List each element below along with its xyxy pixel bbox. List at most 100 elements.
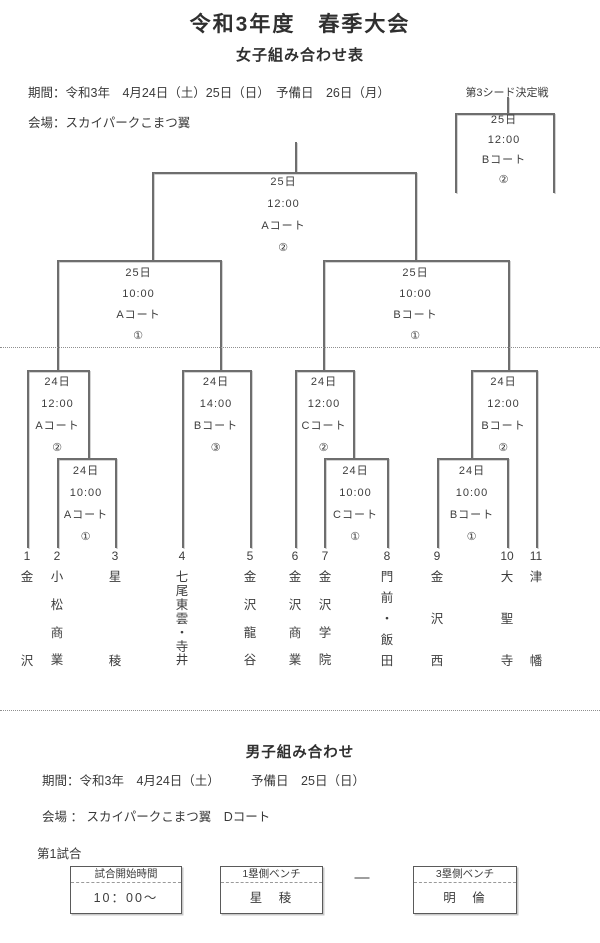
match-qf2: 24日 14:00 Bコート ③: [182, 371, 250, 459]
first-base-bench-box: 1塁側ベンチ 星 稜: [220, 866, 323, 914]
page-title: 令和3年度 春季大会: [189, 13, 411, 36]
team-entry-6: 6 金沢商業: [285, 548, 305, 667]
team-name: 小松商業: [50, 570, 64, 668]
bracket-line: [455, 113, 553, 115]
women-venue-text: 会場：スカイパークこまつ翼: [28, 116, 191, 130]
bracket-line: [27, 370, 29, 548]
bracket-line: [455, 113, 457, 193]
team-seed-number: 9: [433, 549, 441, 563]
match-court: Cコート: [333, 509, 378, 521]
team-entry-3: 3 星稜: [105, 548, 125, 667]
first-base-bench-team: 星 稜: [249, 891, 294, 905]
match-number: ③: [210, 442, 222, 454]
team-name: 七尾東雲・寺井: [175, 570, 189, 668]
third-base-bench-team: 明 倫: [443, 891, 487, 905]
team-seed-number: 2: [53, 549, 61, 563]
women-bracket-subtitle: 女子組み合わせ表: [235, 47, 364, 64]
team-seed-number: 4: [178, 549, 186, 563]
bracket-line: [437, 458, 507, 460]
match-date: 25日: [125, 267, 152, 279]
team-name: 津幡: [529, 570, 543, 668]
match-date: 24日: [342, 465, 369, 477]
match-number: ①: [350, 531, 361, 543]
team-name: 金沢龍谷: [243, 570, 257, 668]
match-time: 10:00: [455, 487, 489, 499]
versus-dash: —: [354, 869, 370, 886]
bracket-line: [323, 260, 325, 370]
bracket-line: [152, 172, 415, 174]
match-court: Bコート: [393, 309, 438, 321]
match-court: Bコート: [481, 154, 527, 166]
match-time: 12:00: [267, 198, 300, 210]
match-time: 14:00: [199, 398, 233, 410]
team-seed-number: 3: [111, 549, 119, 563]
match-date: 25日: [402, 267, 429, 279]
bracket-line: [57, 458, 115, 460]
bracket-line: [57, 260, 59, 370]
match-number: ②: [278, 242, 289, 254]
match-round1-a: 24日 10:00 Aコート ①: [57, 460, 115, 548]
bracket-line: [57, 260, 220, 262]
bracket-line: [415, 172, 417, 260]
team-seed-number: 5: [246, 549, 254, 563]
dotted-separator: [0, 347, 600, 348]
bracket-line: [115, 458, 117, 548]
team-name: 星稜: [108, 570, 122, 668]
bracket-line: [57, 458, 59, 548]
match-seed: 25日 12:00 Bコート ②: [455, 110, 553, 190]
men-venue-text: 会場 ： スカイパークこまつ翼 Dコート: [42, 810, 271, 824]
match-date: 24日: [72, 465, 100, 477]
match-time: 12:00: [41, 398, 74, 410]
match-semifinal-left: 25日 10:00 Aコート ①: [57, 263, 220, 347]
team-name: 金沢西: [430, 570, 444, 668]
bracket-line: [88, 370, 90, 458]
match-court: Aコート: [63, 509, 109, 521]
match-number: ②: [52, 442, 63, 454]
team-seed-number: 10: [500, 549, 514, 563]
women-period-text: 期間：令和3年 4月24日（土）25日（日） 予備日 26日（月）: [28, 86, 390, 100]
match-court: Bコート: [481, 420, 526, 432]
start-time-header: 試合開始時間: [71, 867, 181, 883]
match-time: 12:00: [487, 134, 521, 146]
first-base-bench-header: 1塁側ベンチ: [221, 867, 322, 883]
bracket-line: [182, 370, 184, 548]
team-seed-number: 11: [529, 549, 543, 563]
bracket-line: [324, 458, 387, 460]
start-time-box: 試合開始時間 10：00～: [70, 866, 182, 914]
team-name: 金沢商業: [288, 570, 302, 668]
match-court: Aコート: [116, 309, 161, 321]
match-number: ②: [498, 174, 510, 186]
match-qf3: 24日 12:00 Cコート ②: [295, 371, 353, 459]
match-qf4: 24日 12:00 Bコート ②: [471, 371, 536, 459]
start-time-value: 10：00～: [93, 891, 159, 905]
men-bracket-subtitle: 男子組み合わせ: [245, 745, 355, 761]
bracket-line: [220, 260, 222, 370]
bracket-line: [536, 370, 538, 548]
match-date: 24日: [458, 465, 486, 477]
match-number: ①: [133, 330, 144, 342]
match-court: Bコート: [193, 420, 239, 432]
bracket-line: [471, 370, 536, 372]
team-entry-5: 5 金沢龍谷: [240, 548, 260, 667]
match-date: 24日: [202, 376, 230, 388]
bracket-line: [437, 458, 439, 548]
match-time: 12:00: [487, 398, 520, 410]
bracket-line: [507, 97, 509, 113]
match-court: Cコート: [301, 420, 347, 432]
match-number: ②: [318, 442, 330, 454]
team-seed-number: 6: [291, 549, 299, 563]
team-entry-11: 11 津幡: [526, 548, 546, 667]
team-seed-number: 8: [383, 549, 391, 563]
match-time: 10:00: [122, 288, 155, 300]
match-number: ②: [498, 442, 509, 454]
match-date: 25日: [270, 176, 297, 188]
team-seed-number: 7: [321, 549, 329, 563]
first-match-label: 第1試合: [37, 847, 82, 861]
match-date: 24日: [44, 376, 71, 388]
match-time: 12:00: [307, 398, 341, 410]
third-base-bench-box: 3塁側ベンチ 明 倫: [413, 866, 517, 914]
men-period-text: 期間：令和3年 4月24日（土） 予備日 25日（日）: [42, 774, 365, 788]
